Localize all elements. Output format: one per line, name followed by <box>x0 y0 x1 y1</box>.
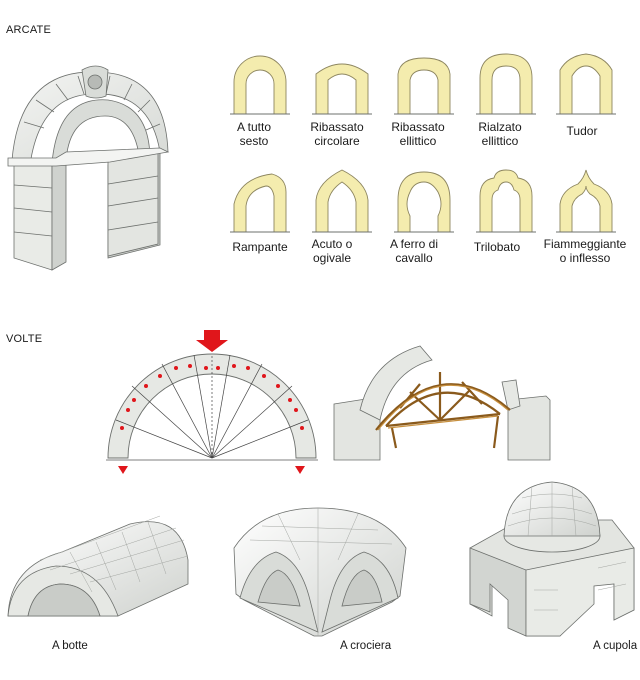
arch-fiammeggiante <box>556 169 616 233</box>
arch-ferro-di-cavallo <box>394 171 454 233</box>
arch-centering-illustration <box>333 345 551 461</box>
caption-crociera: A crociera <box>340 640 392 652</box>
barrel-vault-illustration <box>7 515 189 617</box>
caption-botte: A botte <box>52 640 88 652</box>
caption-trilobato: Trilobato <box>473 240 521 254</box>
dome-illustration <box>469 481 635 637</box>
arch-rialzato-ellittico <box>476 53 536 115</box>
arch-tudor <box>556 53 616 115</box>
caption-tudor: Tudor <box>566 124 598 138</box>
arch-trilobato <box>476 169 536 233</box>
arch-tutto-sesto <box>230 55 290 115</box>
groin-vault-illustration <box>233 507 407 637</box>
arcate-title: ARCATE <box>6 24 52 36</box>
arch-force-diagram <box>106 330 318 474</box>
volte-title: VOLTE <box>6 333 43 345</box>
arch-rampante <box>230 173 290 233</box>
arch-acuto-ogivale <box>312 169 372 233</box>
roman-arch-illustration <box>7 65 170 271</box>
arch-ribassato-ellittico <box>394 57 454 115</box>
caption-cupola: A cupola <box>593 640 638 652</box>
arch-types-group <box>230 53 616 233</box>
arch-ribassato-circolare <box>312 63 372 115</box>
caption-rampante: Rampante <box>232 240 288 254</box>
